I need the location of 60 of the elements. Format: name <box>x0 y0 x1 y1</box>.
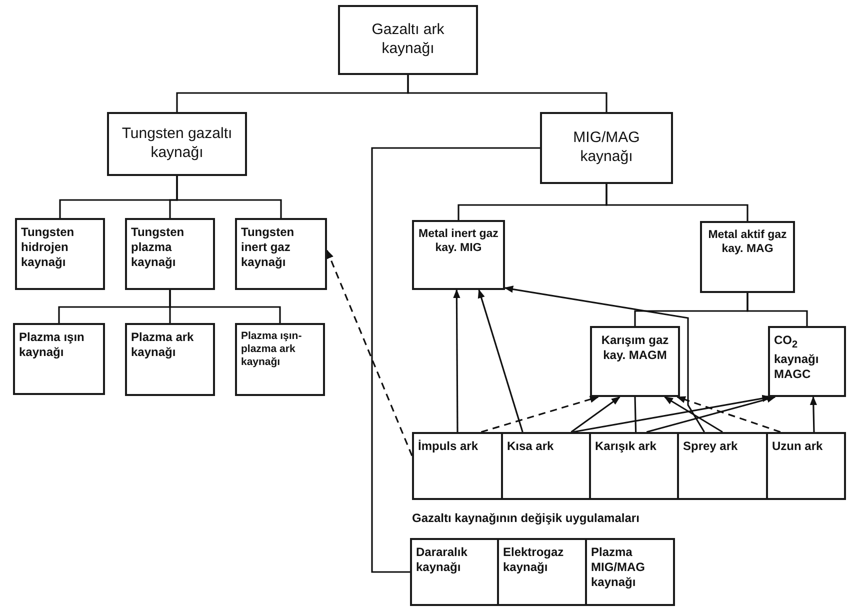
connector-line <box>176 176 282 218</box>
node-label: Kısa ark <box>507 439 554 454</box>
connector-line <box>169 290 281 323</box>
arrow <box>664 396 723 433</box>
node-label: İmpuls ark <box>418 439 478 454</box>
node-label: Karışık ark <box>595 439 656 454</box>
dashed-arrow <box>326 250 413 456</box>
node-label: Plazma ışın-plazma ark kaynağı <box>241 330 303 370</box>
node-label: Metal aktif gaz kay. MAG <box>707 228 788 257</box>
process-box <box>768 326 846 397</box>
process-box <box>497 538 587 606</box>
process-box <box>540 112 673 184</box>
process-box <box>501 432 591 500</box>
process-box <box>125 218 215 290</box>
process-box <box>589 432 679 500</box>
process-box <box>13 323 105 395</box>
node-label: Tungsten inert gaz kaynağı <box>241 225 296 270</box>
process-box <box>766 432 846 500</box>
connector-line <box>634 396 637 432</box>
node-label: Tungsten plazma kaynağı <box>131 225 186 270</box>
connector-line <box>407 75 608 112</box>
connector-line <box>606 184 748 221</box>
arrow <box>810 396 818 432</box>
node-label: Plazma MIG/MAG kaynağı <box>591 545 646 590</box>
arrow <box>504 286 705 432</box>
process-box <box>107 112 247 176</box>
process-box <box>235 218 327 290</box>
node-label: Metal inert gaz kay. MIG <box>418 227 499 256</box>
arrow <box>478 289 524 432</box>
node-label: Plazma ışın kaynağı <box>19 330 86 360</box>
node-label: Gazaltı ark kaynağı <box>370 21 446 59</box>
process-box <box>338 5 478 75</box>
arrow <box>570 396 620 433</box>
arrow <box>646 396 776 433</box>
node-label: Elektrogaz kaynağı <box>503 545 565 575</box>
process-box <box>585 538 675 606</box>
node-label: Dararalık kaynağı <box>416 545 468 575</box>
node-label: Tungsten gazaltı kaynağı <box>120 125 234 163</box>
process-box <box>235 323 325 396</box>
process-box <box>410 538 499 606</box>
dashed-arrow <box>480 396 599 433</box>
process-box <box>677 432 768 500</box>
process-box <box>125 323 215 396</box>
dashed-arrow <box>676 396 781 433</box>
process-box <box>590 326 680 397</box>
node-label: Tungsten hidrojen kaynağı <box>21 225 76 270</box>
node-label: CO$_{2}$ kaynağı MAGC <box>774 333 820 382</box>
process-box <box>700 221 795 293</box>
caption-text: Gazaltı kaynağının değişik uygulamaları <box>412 511 640 525</box>
node-label: MIG/MAG kaynağı <box>572 129 641 167</box>
process-box <box>412 220 505 290</box>
node-label: Karışım gaz kay. MAGM <box>600 333 670 363</box>
process-box <box>15 218 105 290</box>
node-label: Sprey ark <box>683 439 738 454</box>
connector-line <box>371 147 540 573</box>
node-label: Uzun ark <box>772 439 823 454</box>
arrow <box>453 289 460 432</box>
connector-line <box>746 293 808 326</box>
node-label: Plazma ark kaynağı <box>131 330 195 360</box>
process-box <box>412 432 503 500</box>
